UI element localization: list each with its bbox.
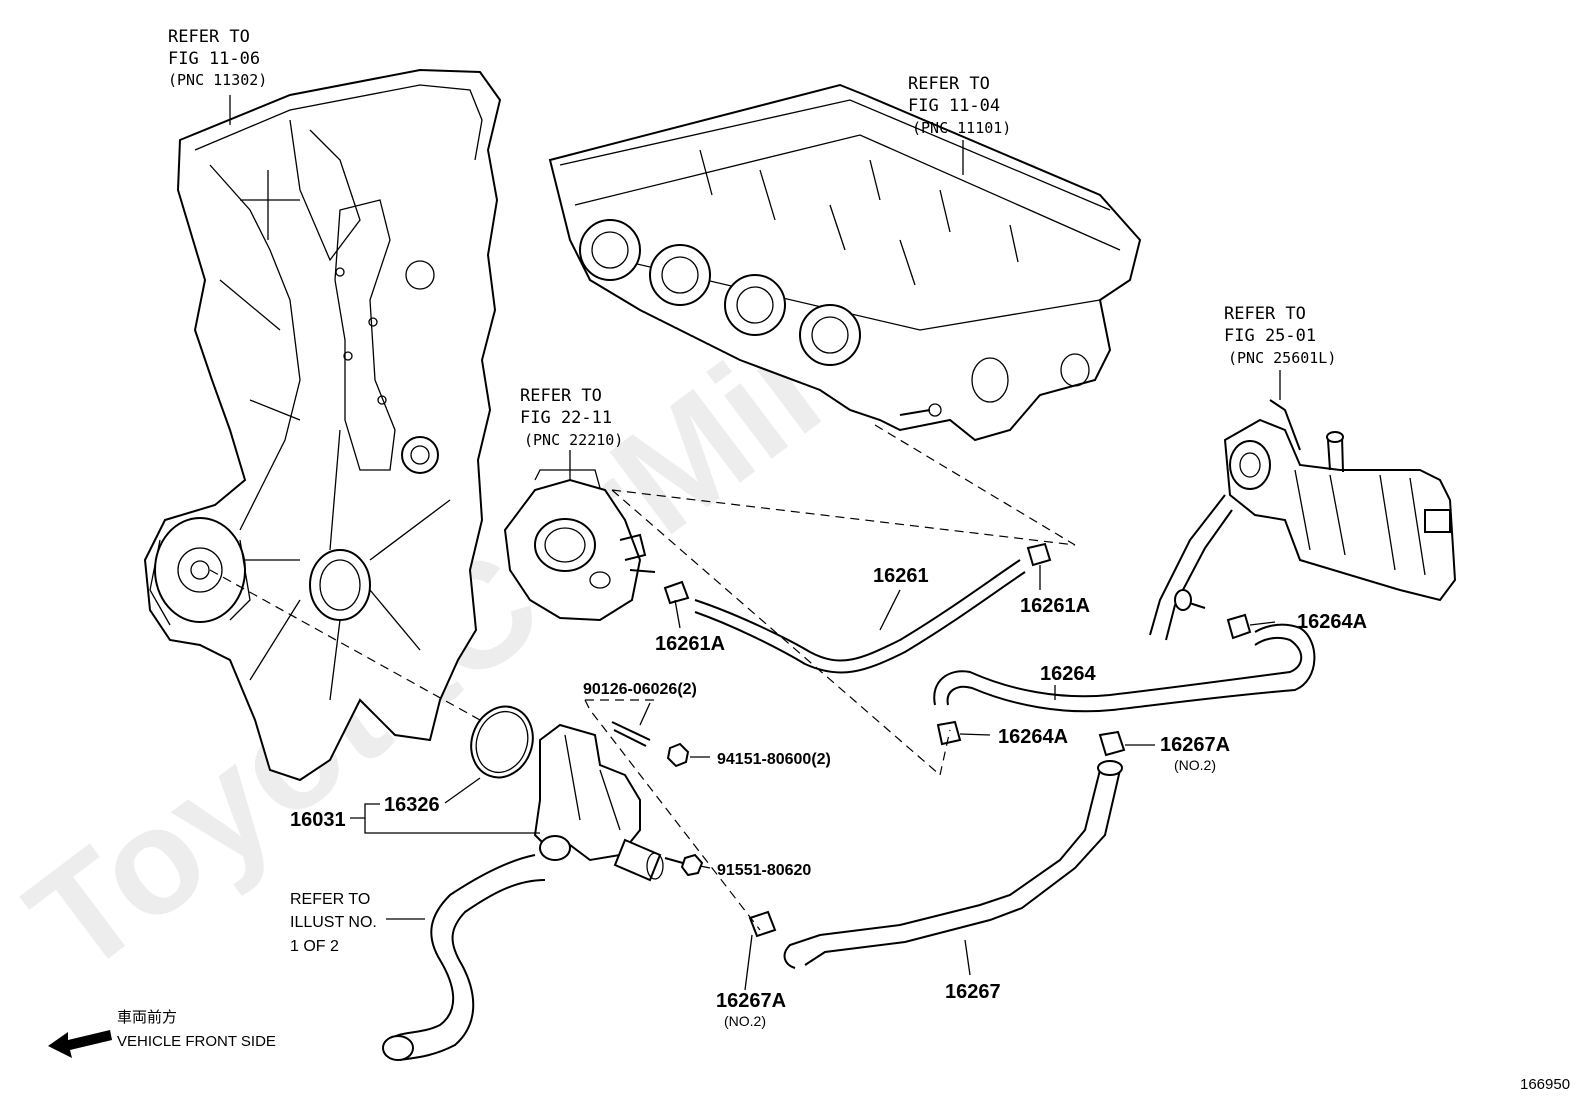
front-arrow-icon [48,1030,112,1058]
stud-90126 [611,721,651,747]
ref-egr-cooler-line3: (PNC 25601L) [1228,349,1336,367]
callout-16261a-right: 16261A [1020,595,1090,617]
clamp-16261a-right [1026,542,1052,567]
callout-16267a-right-note: (NO.2) [1174,757,1216,773]
ref-cylinder-head-line1: REFER TO [908,74,990,94]
part-number-callouts: 16261 16261A 16261A 16264 16264A 16264A … [290,565,1367,1029]
clamp-16261a-left [663,580,690,605]
callout-16264: 16264 [1040,663,1096,685]
callout-16261: 16261 [873,565,929,587]
clamp-16267a-right [1098,730,1126,757]
o-ring-16326 [470,705,534,779]
ref-timing-cover-line2: FIG 11-06 [168,49,260,69]
callout-16267a-bottom-note: (NO.2) [724,1013,766,1029]
ref-hose-line2: ILLUST NO. [290,914,377,931]
callout-91551: 91551-80620 [717,862,811,879]
ref-egr-cooler-line2: FIG 25-01 [1224,326,1316,346]
callout-16031: 16031 [290,809,346,831]
ref-throttle-body-line2: FIG 22-11 [520,408,612,428]
assembly-dashed-lines [209,424,1076,931]
vehicle-front-indicator: 車両前方 VEHICLE FRONT SIDE [48,1009,276,1058]
hose-reference-label: REFER TO ILLUST NO. 1 OF 2 [290,891,377,955]
ref-throttle-body-line1: REFER TO [520,386,602,406]
hose-16267 [783,769,1101,969]
callout-16264a-right: 16264A [1297,611,1367,633]
cylinder-head-illustration [548,83,1142,442]
callout-16326: 16326 [384,794,440,816]
reference-labels: REFER TO FIG 11-06 (PNC 11302) REFER TO … [168,27,1336,449]
clamp-16264a-right [1226,613,1252,640]
timing-cover-illustration [143,68,502,782]
hose-16264 [933,636,1303,706]
callout-16261a-left: 16261A [655,633,725,655]
throttle-body-illustration [503,469,656,622]
hose-refer-illust [389,854,536,1041]
ref-hose-line1: REFER TO [290,891,370,908]
leader-lines [229,95,1281,991]
ref-hose-line3: 1 OF 2 [290,938,339,955]
hose-16261 [694,559,1021,662]
callout-16264a-left: 16264A [998,726,1068,748]
diagram-number: 166950 [1520,1076,1570,1093]
callout-90126: 90126-06026(2) [583,681,697,698]
nut-94151 [666,742,690,768]
clamp-16267a-bottom [748,910,777,938]
clamp-16264a-left [936,720,962,746]
ref-cylinder-head-line3: (PNC 11101) [912,119,1011,137]
ref-cylinder-head-line2: FIG 11-04 [908,96,1000,116]
callout-16267a-bottom: 16267A [716,990,786,1012]
egr-cooler-illustration [1223,399,1457,602]
callout-94151: 94151-80600(2) [717,751,831,768]
water-outlet-illustration [533,723,664,882]
callout-16267: 16267 [945,981,1001,1003]
ref-timing-cover-line3: (PNC 11302) [168,71,267,89]
callout-16267a-right: 16267A [1160,734,1230,756]
ref-throttle-body-line3: (PNC 22210) [524,431,623,449]
ref-egr-cooler-line1: REFER TO [1224,304,1306,324]
ref-timing-cover-line1: REFER TO [168,27,250,47]
front-label-japanese: 車両前方 [117,1009,177,1026]
front-label-english: VEHICLE FRONT SIDE [117,1033,276,1050]
